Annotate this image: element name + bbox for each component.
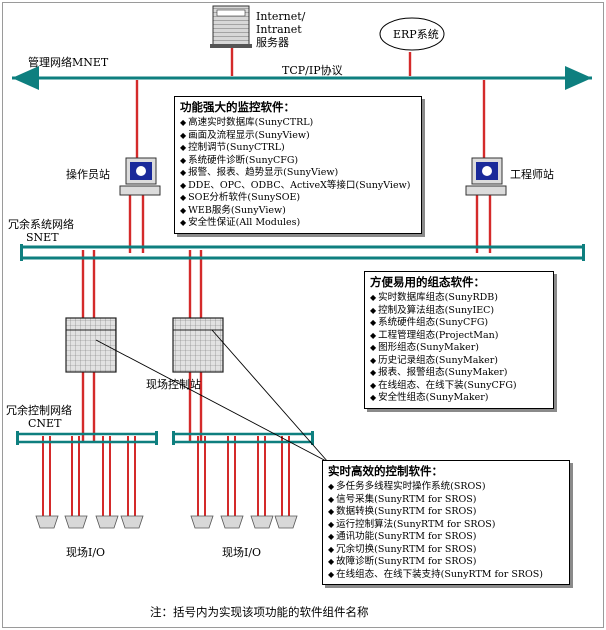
cnet-bus — [18, 432, 313, 444]
footnote: 注：括号内为实现该项功能的软件组件名称 — [150, 605, 369, 619]
field-control-station-1-icon — [65, 317, 117, 373]
list-item: 图形组态(SunyMaker) — [370, 342, 548, 355]
erp-ellipse — [379, 17, 445, 51]
field-io-label-1: 现场I/O — [66, 546, 106, 559]
list-item: WEB服务(SunyView) — [180, 205, 416, 218]
list-item: 安全性组态(SunyMaker) — [370, 392, 548, 405]
io-drops — [42, 436, 290, 516]
list-item: 通讯功能(SunyRTM for SROS) — [328, 531, 564, 544]
field-control-station-2-icon — [172, 317, 224, 373]
cnet-label: 冗余控制网络 CNET — [6, 404, 72, 430]
tcpip-label: TCP/IP协议 — [282, 64, 343, 77]
list-item: 系统硬件诊断(SunyCFG) — [180, 155, 416, 168]
list-item: 在线组态、在线下装支持(SunyRTM for SROS) — [328, 569, 564, 582]
list-item: 高速实时数据库(SunyCTRL) — [180, 117, 416, 130]
internet-server-label: Internet/ Intranet 服务器 — [256, 10, 306, 49]
list-item: 控制及算法组态(SunyIEC) — [370, 305, 548, 318]
monitoring-software-title: 功能强大的监控软件： — [180, 100, 295, 114]
list-item: 历史记录组态(SunyMaker) — [370, 355, 548, 368]
list-item: 安全性保证(All Modules) — [180, 217, 416, 230]
red-links — [81, 44, 492, 442]
list-item: 信号采集(SunyRTM for SROS) — [328, 494, 564, 507]
configuration-software-title: 方便易用的组态软件： — [370, 275, 485, 289]
list-item: SOE分析软件(SunySOE) — [180, 192, 416, 205]
list-item: 多任务多线程实时操作系统(SROS) — [328, 481, 564, 494]
list-item: 工程管理组态(ProjectMan) — [370, 330, 548, 343]
engineer-station-label: 工程师站 — [510, 168, 554, 181]
control-software-box: 实时高效的控制软件： 多任务多线程实时操作系统(SROS)信号采集(SunyRT… — [322, 460, 570, 585]
control-software-title: 实时高效的控制软件： — [328, 464, 443, 478]
callout-lines — [95, 329, 329, 463]
field-control-station-label: 现场控制站 — [146, 378, 201, 391]
list-item: 系统硬件组态(SunyCFG) — [370, 317, 548, 330]
list-item: 在线组态、在线下装(SunyCFG) — [370, 380, 548, 393]
field-io-label-2: 现场I/O — [222, 546, 262, 559]
engineer-workstation-icon — [465, 157, 507, 196]
server-icon — [210, 5, 252, 48]
snet-bus — [22, 245, 584, 260]
snet-label: 冗余系统网络 SNET — [8, 218, 74, 244]
list-item: 控制调节(SunyCTRL) — [180, 142, 416, 155]
monitoring-software-box: 功能强大的监控软件： 高速实时数据库(SunyCTRL)画面及流程显示(Suny… — [174, 96, 422, 234]
list-item: 运行控制算法(SunyRTM for SROS) — [328, 519, 564, 532]
configuration-software-list: 实时数据库组态(SunyRDB)控制及算法组态(SunyIEC)系统硬件组态(S… — [370, 292, 548, 405]
list-item: 数据转换(SunyRTM for SROS) — [328, 506, 564, 519]
operator-workstation-icon — [119, 157, 161, 196]
field-io-modules — [35, 515, 298, 529]
list-item: 报警、报表、趋势显示(SunyView) — [180, 167, 416, 180]
control-software-list: 多任务多线程实时操作系统(SROS)信号采集(SunyRTM for SROS)… — [328, 481, 564, 581]
list-item: 冗余切换(SunyRTM for SROS) — [328, 544, 564, 557]
monitoring-software-list: 高速实时数据库(SunyCTRL)画面及流程显示(SunyView)控制调节(S… — [180, 117, 416, 230]
list-item: 故障诊断(SunyRTM for SROS) — [328, 556, 564, 569]
list-item: 画面及流程显示(SunyView) — [180, 130, 416, 143]
list-item: 报表、报警组态(SunyMaker) — [370, 367, 548, 380]
list-item: 实时数据库组态(SunyRDB) — [370, 292, 548, 305]
configuration-software-box: 方便易用的组态软件： 实时数据库组态(SunyRDB)控制及算法组态(SunyI… — [364, 271, 554, 409]
list-item: DDE、OPC、ODBC、ActiveX等接口(SunyView) — [180, 180, 416, 193]
erp-label: ERP系统 — [393, 28, 439, 41]
mnet-label: 管理网络MNET — [28, 56, 109, 69]
operator-station-label: 操作员站 — [66, 168, 110, 181]
